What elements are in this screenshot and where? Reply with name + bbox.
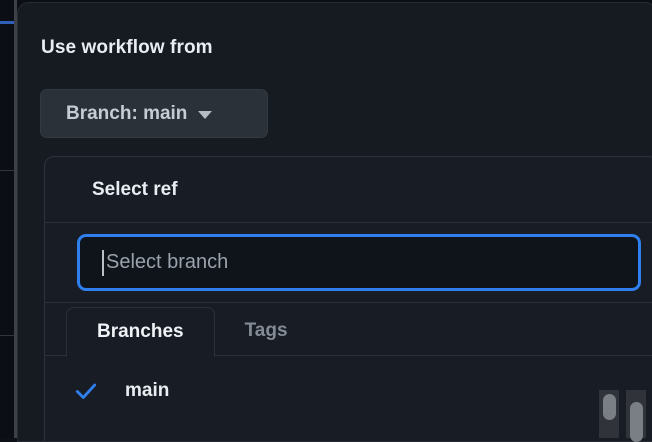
branch-selector-button[interactable]: Branch: main [40, 89, 268, 138]
search-zone: Select branch [45, 223, 652, 303]
select-ref-title: Select ref [92, 179, 178, 201]
branch-selector-label: Branch: main [66, 103, 187, 125]
branch-list: main [45, 356, 652, 414]
list-item[interactable]: main [45, 368, 652, 414]
use-workflow-from-dialog: Use workflow from Branch: main Select re… [17, 2, 652, 442]
branch-search-input[interactable]: Select branch [77, 234, 641, 291]
scrollbar-inner[interactable] [599, 390, 619, 438]
backdrop-divider [0, 335, 14, 336]
select-ref-panel: Select ref Select branch Branches Tags [44, 156, 652, 442]
chevron-down-icon [198, 111, 212, 119]
scrollbar-outer[interactable] [626, 390, 646, 438]
tab-branches[interactable]: Branches [66, 307, 215, 357]
text-cursor [102, 250, 104, 276]
select-ref-header: Select ref [45, 157, 652, 223]
scrollbar-inner-thumb[interactable] [603, 394, 616, 420]
tab-branches-label: Branches [97, 321, 184, 343]
branch-name: main [125, 380, 169, 402]
branch-search-placeholder: Select branch [106, 251, 228, 274]
backdrop-divider [0, 170, 14, 171]
tab-tags[interactable]: Tags [215, 306, 318, 356]
ref-type-tabs: Branches Tags [45, 303, 652, 356]
tab-tags-label: Tags [245, 320, 288, 342]
dialog-title: Use workflow from [41, 37, 213, 59]
backdrop-accent-bar [0, 21, 14, 24]
check-icon [73, 378, 103, 404]
scrollbar-outer-thumb[interactable] [630, 402, 643, 442]
